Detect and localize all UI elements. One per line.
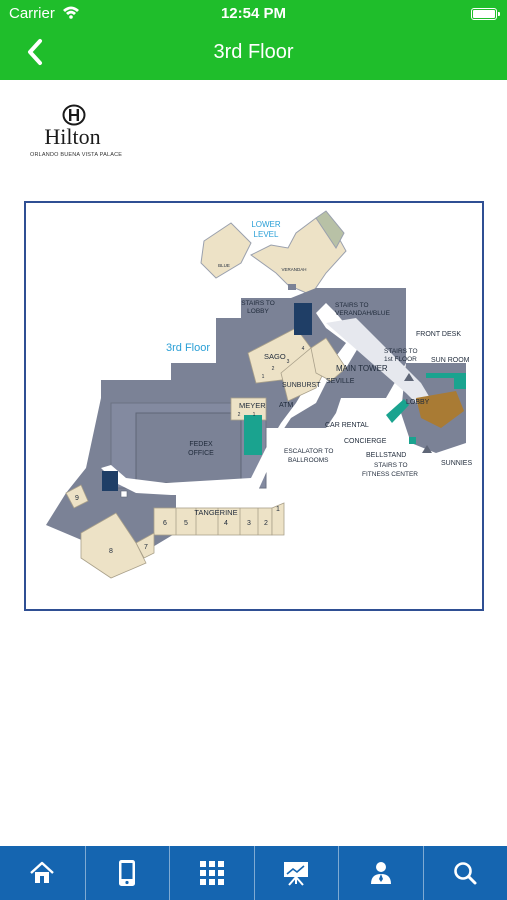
label-fedex-1: FEDEX — [189, 441, 213, 448]
room-label-6: 6 — [163, 520, 167, 527]
label-lobby: LOBBY — [406, 399, 430, 406]
page-title: 3rd Floor — [213, 41, 294, 63]
tab-people[interactable] — [338, 846, 423, 900]
label-lower-level-1: LOWER — [251, 220, 281, 229]
floor-map-drawing: LOWER LEVEL BLUE VERANDAH STAIRS TO LOBB… — [46, 210, 472, 579]
room-label-3: 3 — [247, 520, 251, 527]
tab-presentation[interactable] — [253, 846, 339, 900]
label-lower-level-2: LEVEL — [254, 230, 279, 239]
navigation-bar: Carrier 12:54 PM 3rd Floor — [0, 0, 507, 80]
label-front-desk: FRONT DESK — [416, 331, 461, 338]
sago-room-3: 3 — [287, 359, 290, 365]
label-stairs-fitness-2: FITNESS CENTER — [362, 471, 418, 478]
carrier-label: Carrier — [9, 5, 55, 22]
label-bellstand: BELLSTAND — [366, 452, 406, 459]
battery-icon — [471, 8, 500, 20]
label-floor: 3rd Floor — [166, 342, 210, 354]
tab-search[interactable] — [422, 846, 507, 900]
label-atm: ATM — [279, 402, 293, 409]
label-stairs-lobby-1: STAIRS TO — [241, 300, 275, 307]
logo-wordmark: Hilton — [44, 124, 101, 149]
room-label-9: 9 — [75, 495, 79, 502]
hilton-logo: Hilton ORLANDO BUENA VISTA PALACE — [30, 102, 130, 162]
tab-bar — [0, 846, 507, 900]
logo-subtitle: ORLANDO BUENA VISTA PALACE — [30, 152, 123, 158]
room-label-1: 1 — [276, 506, 280, 513]
label-stairs-lobby-2: LOBBY — [247, 308, 269, 315]
tab-phone[interactable] — [84, 846, 170, 900]
lower-level-annex — [200, 210, 347, 296]
sago-room-4: 4 — [302, 346, 305, 352]
person-icon — [370, 862, 391, 884]
grid-icon — [199, 861, 224, 885]
label-meyer: MEYER — [239, 401, 266, 410]
meyer-room-2: 2 — [238, 412, 241, 418]
tab-home[interactable] — [0, 846, 85, 900]
label-stairs-1st-2: 1st FLOOR — [384, 356, 417, 363]
presentation-icon — [284, 862, 309, 886]
wifi-icon — [62, 5, 80, 23]
label-escalator-2: BALLROOMS — [288, 457, 329, 464]
label-verandah: VERANDAH — [281, 267, 306, 272]
search-icon — [454, 862, 477, 885]
rooms — [65, 303, 466, 579]
home-icon — [30, 861, 55, 883]
back-button[interactable] — [22, 37, 50, 67]
label-stairs-verandah-1: STAIRS TO — [335, 302, 369, 309]
label-stairs-fitness-1: STAIRS TO — [374, 462, 408, 469]
label-blue: BLUE — [218, 263, 230, 268]
hilton-logo-icon — [62, 104, 86, 126]
label-seville: SEVILLE — [326, 378, 355, 385]
label-escalator-1: ESCALATOR TO — [284, 448, 333, 455]
sago-room-2: 2 — [272, 366, 275, 372]
sago-room-1: 1 — [262, 374, 265, 380]
clock: 12:54 PM — [220, 5, 287, 22]
label-stairs-1st-1: STAIRS TO — [384, 348, 418, 355]
label-stairs-verandah-2: VERANDAH/BLUE — [335, 310, 391, 317]
battery-fill — [473, 10, 495, 18]
label-sun-room: SUN ROOM — [431, 357, 470, 364]
label-sunburst: SUNBURST — [282, 382, 321, 389]
label-car-rental: CAR RENTAL — [325, 422, 369, 429]
label-sago: SAGO — [264, 352, 286, 361]
room-label-5: 5 — [184, 520, 188, 527]
phone-icon — [119, 860, 136, 886]
chevron-left-icon — [28, 39, 42, 65]
status-bar: Carrier 12:54 PM — [0, 0, 507, 28]
label-fedex-2: OFFICE — [188, 450, 214, 457]
meyer-room-1: 1 — [253, 412, 256, 418]
room-label-4: 4 — [224, 520, 228, 527]
label-concierge: CONCIERGE — [344, 438, 387, 445]
tab-grid[interactable] — [169, 846, 254, 900]
room-label-2: 2 — [264, 520, 268, 527]
label-main-tower: MAIN TOWER — [336, 364, 388, 373]
label-tangerine: TANGERINE — [194, 508, 237, 517]
label-sunnies: SUNNIES — [441, 460, 472, 467]
floor-map[interactable]: LOWER LEVEL BLUE VERANDAH STAIRS TO LOBB… — [24, 201, 484, 611]
room-label-7: 7 — [144, 544, 148, 551]
map-labels: LOWER LEVEL BLUE VERANDAH STAIRS TO LOBB… — [75, 220, 472, 555]
room-label-8: 8 — [109, 548, 113, 555]
